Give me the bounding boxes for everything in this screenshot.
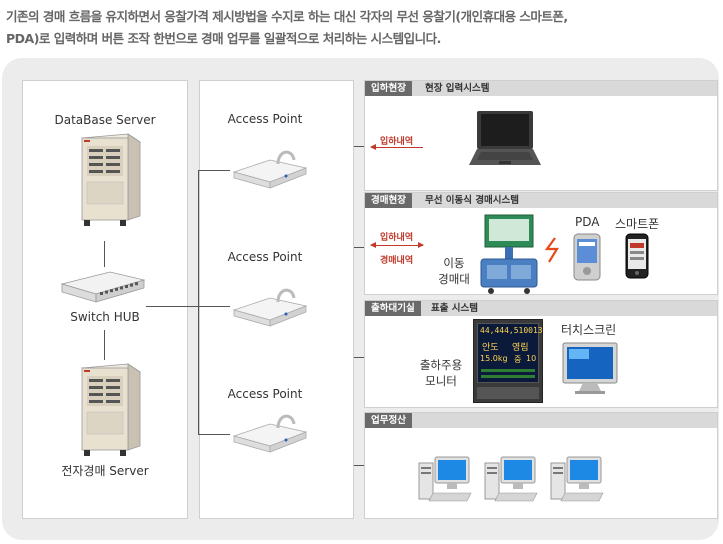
section-intake-header: 입하현장 현장 입력시스템 bbox=[365, 81, 717, 96]
section-waiting-room: 출하대기실 표출 시스템 출하주용 모니터 44,444,510013 안도 영… bbox=[364, 300, 718, 408]
ap-bus-vertical bbox=[198, 170, 199, 434]
laptop-icon bbox=[469, 111, 541, 165]
access-point-label-3: Access Point bbox=[227, 387, 303, 401]
display-row2-a: 15.0kg bbox=[480, 354, 508, 363]
link-db-switch bbox=[104, 241, 105, 267]
smartphone-icon bbox=[625, 233, 649, 279]
link-ap-settlement bbox=[354, 465, 364, 466]
intro-text: 기존의 경매 흐름을 유지하면서 응찰가격 제시방법을 수지로 하는 대신 각자… bbox=[6, 6, 718, 50]
section-auction-header: 경매현장 무선 이동식 경매시스템 bbox=[365, 193, 717, 208]
mobile-stand-label: 이동 경매대 bbox=[438, 256, 470, 286]
section-auction-title: 무선 이동식 경매시스템 bbox=[425, 195, 520, 206]
intake-flow-label: 입하내역 bbox=[380, 137, 414, 147]
wireless-signal-icon bbox=[545, 237, 559, 263]
touchscreen-label: 터치스크린 bbox=[561, 323, 617, 337]
desktop-pc-icon-3 bbox=[550, 456, 604, 502]
auction-server-label: 전자경매 Server bbox=[61, 464, 149, 478]
intake-flow-arrow bbox=[370, 144, 423, 150]
ap-bus-branch-3 bbox=[198, 434, 230, 435]
section-intake-tag: 입하현장 bbox=[365, 81, 412, 96]
display-row2-b: 중 bbox=[514, 355, 522, 364]
display-row1-b: 영림 bbox=[512, 343, 529, 353]
auction-flow-in-label: 입하내역 bbox=[380, 233, 414, 243]
section-settlement-header: 업무정산 bbox=[365, 413, 717, 428]
switch-hub-label: Switch HUB bbox=[70, 310, 140, 324]
shipper-monitor-label: 출하주용 모니터 bbox=[419, 358, 463, 388]
db-server-icon bbox=[80, 133, 142, 226]
section-settlement: 업무정산 bbox=[364, 412, 718, 519]
mobile-auction-stand-icon bbox=[480, 214, 538, 294]
access-point-label-1: Access Point bbox=[227, 112, 303, 126]
desktop-pc-icon-1 bbox=[418, 456, 472, 502]
ap-bus-branch-1 bbox=[198, 170, 230, 171]
intro-line-1: 기존의 경매 흐름을 유지하면서 응찰가격 제시방법을 수지로 하는 대신 각자… bbox=[6, 9, 568, 24]
auction-flow-arrow bbox=[370, 242, 424, 248]
section-settlement-tag: 업무정산 bbox=[365, 413, 412, 428]
smartphone-label: 스마트폰 bbox=[615, 217, 660, 231]
db-server-label: DataBase Server bbox=[54, 113, 156, 127]
auction-server-icon bbox=[80, 363, 142, 456]
link-ap-waiting bbox=[354, 357, 364, 358]
display-board: 44,444,510013 안도 영림 15.0kg 중 10 bbox=[473, 319, 543, 403]
link-switch-auction bbox=[104, 330, 105, 360]
link-switch-ap bbox=[146, 306, 198, 307]
section-waiting-title: 표출 시스템 bbox=[431, 303, 479, 314]
ap-bus-branch-2 bbox=[198, 306, 230, 307]
link-ap-intake bbox=[354, 146, 364, 147]
touchscreen-monitor-icon bbox=[562, 342, 618, 394]
access-point-label-2: Access Point bbox=[227, 250, 303, 264]
auction-flow-out-label: 경매내역 bbox=[380, 256, 414, 266]
section-auction: 경매현장 무선 이동식 경매시스템 입하내역 경매내역 이동 경매대 PDA 스… bbox=[364, 192, 718, 295]
display-row1-a: 안도 bbox=[482, 343, 499, 353]
desktop-pc-icon-2 bbox=[484, 456, 538, 502]
section-waiting-tag: 출하대기실 bbox=[365, 301, 421, 316]
intro-line-2: PDA)로 입력하며 버튼 조작 한번으로 경매 업무를 일괄적으로 처리하는 … bbox=[6, 31, 441, 46]
display-board-screen: 44,444,510013 안도 영림 15.0kg 중 10 bbox=[477, 323, 543, 383]
section-waiting-header: 출하대기실 표출 시스템 bbox=[365, 301, 717, 316]
link-ap-auction bbox=[354, 247, 364, 248]
section-auction-tag: 경매현장 bbox=[365, 193, 412, 208]
section-intake-title: 현장 입력시스템 bbox=[425, 83, 490, 94]
access-point-icon-2 bbox=[232, 288, 308, 327]
access-point-icon-3 bbox=[232, 414, 308, 453]
display-value: 44,444,510013 bbox=[480, 326, 543, 335]
display-row2-c: 10 bbox=[526, 354, 537, 363]
access-point-icon-1 bbox=[232, 150, 308, 189]
switch-hub-icon bbox=[60, 271, 146, 303]
pda-label: PDA bbox=[575, 215, 600, 229]
pda-icon bbox=[573, 233, 601, 281]
section-intake: 입하현장 현장 입력시스템 입하내역 bbox=[364, 80, 718, 191]
